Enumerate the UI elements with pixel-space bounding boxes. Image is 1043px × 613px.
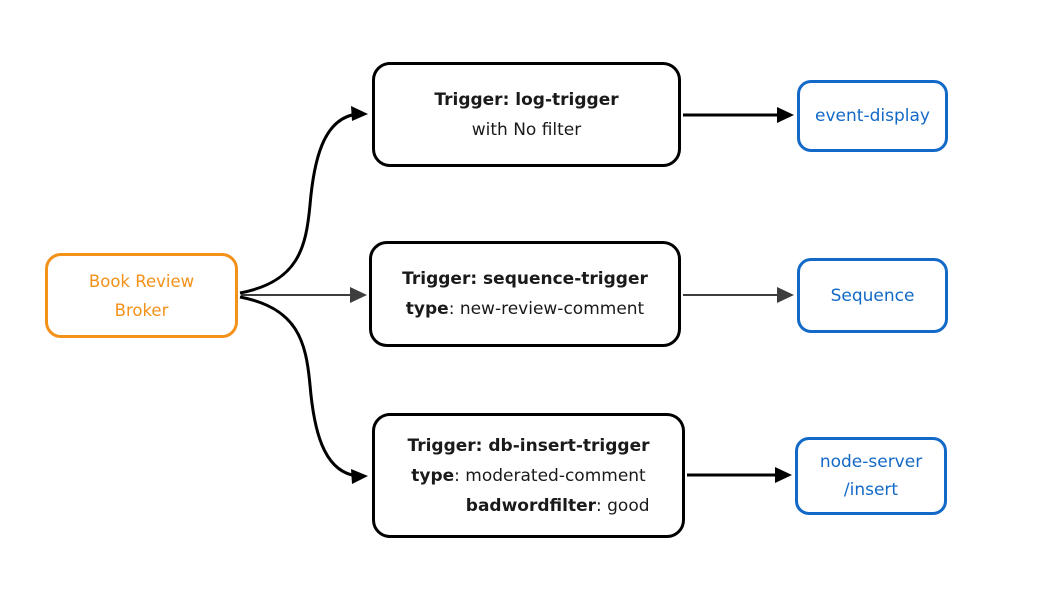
trigger-filter-text: type: new-review-comment [406,294,644,324]
arrowhead-log-trigger [351,106,368,121]
trigger-title: Trigger: log-trigger [434,89,619,110]
filter-value: : moderated-comment [454,465,646,486]
sink-label: Sequence [830,285,915,306]
sink-label-line1: node-server [819,452,923,472]
trigger-title: Trigger: db-insert-trigger [407,435,650,456]
sink-label-line2: /insert [843,480,899,500]
arrowhead-event-display [777,107,794,123]
trigger-filter-text-2: badwordfilter: good [407,491,650,521]
trigger-filter-text: type: moderated-comment [407,461,649,491]
arrowhead-node-server [775,467,792,483]
sink-label: event-display [815,106,930,126]
arrowhead-sequence [777,287,794,303]
broker-node: Book Review Broker [45,253,238,338]
trigger-node-sequence-trigger: Trigger: sequence-trigger type: new-revi… [369,241,681,347]
filter-key: type [411,465,455,486]
arrowhead-sequence-trigger [350,287,367,303]
trigger-node-db-insert-trigger: Trigger: db-insert-trigger type: moderat… [372,413,685,538]
broker-label-line2: Broker [114,300,169,320]
sink-node-sequence: Sequence [797,258,948,333]
filter-key: badwordfilter [465,495,596,516]
trigger-filter-text: with No filter [471,119,582,140]
edge-broker-to-db-insert-trigger [239,295,353,477]
trigger-title: Trigger: sequence-trigger [402,269,648,289]
edge-broker-to-log-trigger [239,113,353,295]
broker-label-line1: Book Review [88,271,195,291]
trigger-node-log-trigger: Trigger: log-trigger with No filter [372,62,681,167]
filter-value: : new-review-comment [448,299,645,319]
trigger-label-block: Trigger: db-insert-trigger type: moderat… [407,431,649,521]
filter-value: : good [596,495,650,516]
arrowhead-db-insert-trigger [351,469,368,484]
sink-node-node-server-insert: node-server /insert [795,437,947,515]
filter-key: type [405,299,449,319]
sink-node-event-display: event-display [797,80,948,152]
